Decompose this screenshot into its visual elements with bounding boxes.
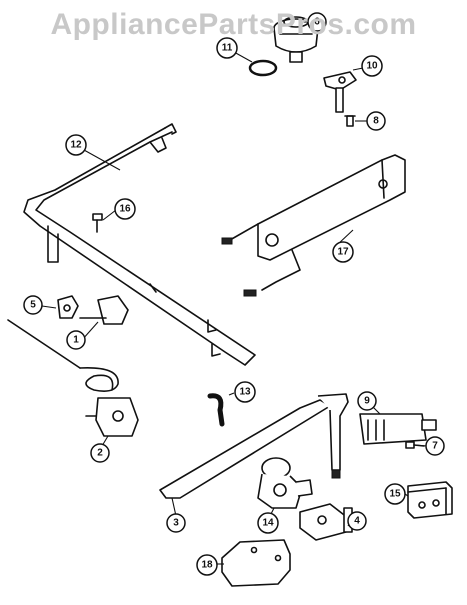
callout-label-9: 9: [364, 396, 370, 407]
callout-10: 10: [361, 55, 383, 77]
callout-label-13: 13: [239, 387, 251, 398]
callout-12: 12: [65, 134, 87, 156]
callout-label-2: 2: [97, 448, 103, 459]
part-17-oven-valve-bracket: [221, 154, 406, 297]
part-11-o-ring: [248, 59, 278, 77]
part-13-hose: [207, 393, 225, 427]
callout-1: 1: [66, 330, 86, 350]
callout-3: 3: [166, 513, 186, 533]
callout-label-4: 4: [354, 516, 360, 527]
leader-lines: [41, 21, 429, 565]
callout-label-12: 12: [70, 140, 82, 151]
part-8-screw: [344, 115, 356, 127]
part-5-nut: [57, 295, 79, 319]
callout-2: 2: [90, 443, 110, 463]
part-16-screw: [92, 213, 103, 233]
callout-label-11: 11: [222, 43, 233, 54]
part-15-terminal-block: [407, 481, 453, 519]
part-1-bracket: [79, 295, 129, 325]
callout-17: 17: [332, 241, 354, 263]
callout-label-7: 7: [432, 441, 438, 452]
callout-16: 16: [114, 198, 136, 220]
callout-8: 8: [366, 111, 386, 131]
part-3-manifold-bracket: [159, 393, 349, 499]
part-10-bracket: [323, 71, 357, 113]
part-9-spark-module: [359, 413, 437, 445]
callout-14: 14: [257, 512, 279, 534]
callout-label-6: 6: [314, 17, 320, 28]
callout-label-16: 16: [119, 204, 131, 215]
callout-4: 4: [347, 511, 367, 531]
callout-18: 18: [196, 554, 218, 576]
part-4-valve: [299, 503, 353, 541]
callout-label-18: 18: [201, 560, 213, 571]
callout-label-10: 10: [366, 61, 378, 72]
callout-7: 7: [425, 436, 445, 456]
callout-13: 13: [234, 381, 256, 403]
part-12-manifold-frame: [23, 123, 256, 366]
part-2-thermostat: [7, 319, 139, 437]
callout-label-5: 5: [30, 300, 36, 311]
callout-5: 5: [23, 295, 43, 315]
part-18-shield: [221, 539, 291, 587]
callout-6: 6: [307, 12, 327, 32]
callout-label-8: 8: [373, 116, 379, 127]
callout-label-1: 1: [73, 335, 79, 346]
callout-15: 15: [384, 483, 406, 505]
callout-label-14: 14: [262, 518, 274, 529]
callout-label-15: 15: [389, 489, 401, 500]
part-14-regulator: [257, 457, 313, 509]
callout-11: 11: [216, 37, 238, 59]
callout-9: 9: [357, 391, 377, 411]
callout-label-3: 3: [173, 518, 179, 529]
callout-label-17: 17: [337, 247, 349, 258]
